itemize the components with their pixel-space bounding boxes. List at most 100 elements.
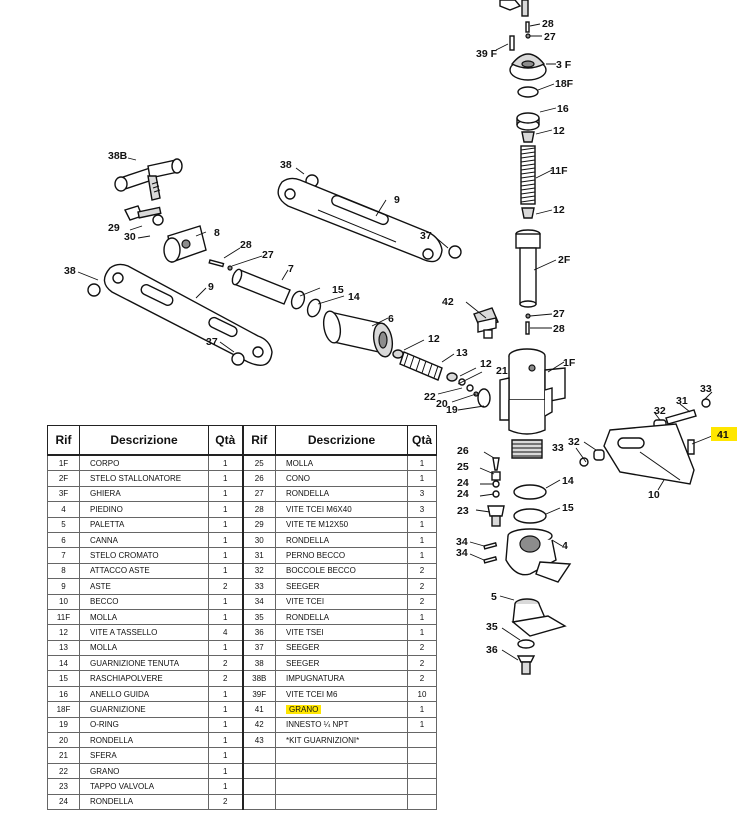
part-37-seeger-bottom — [231, 352, 245, 366]
table-header-row: Rif Descrizione Qtà Rif Descrizione Qtà — [47, 425, 437, 456]
table-cell-rif1: 1F — [47, 454, 80, 472]
callout-7: 7 — [288, 263, 294, 275]
table-cell-desc2: IMPUGNATURA — [275, 670, 408, 687]
table-cell-desc1: VITE A TASSELLO — [79, 624, 209, 641]
part-25-spring — [491, 471, 501, 481]
table-cell-desc1: CANNA — [79, 531, 209, 549]
table-cell-qta1: 1 — [208, 531, 243, 549]
table-cell-desc1: STELO STALLONATORE — [79, 470, 209, 487]
callout-35: 35 — [486, 621, 498, 633]
callout-13: 13 — [456, 347, 468, 359]
table-cell-desc2: *KIT GUARNIZIONI* — [275, 732, 408, 749]
callout-38-bottom: 38 — [64, 265, 76, 277]
callout-9-top: 9 — [394, 194, 400, 206]
table-cell-desc2: VITE TCEI — [275, 593, 408, 610]
callout-12-d: 12 — [480, 358, 492, 370]
table-cell-qta1: 1 — [208, 470, 243, 487]
header-qta-2: Qtà — [407, 425, 437, 456]
part-16-guide-ring — [516, 112, 540, 131]
callout-41-highlight — [711, 427, 737, 441]
table-cell-rif1: 9 — [47, 578, 80, 595]
callout-8: 8 — [214, 227, 220, 239]
part-34-screw-b — [483, 556, 498, 564]
table-cell-desc2: RONDELLA — [275, 608, 408, 626]
part-37-seeger-top — [448, 245, 462, 259]
part-27-washer-top — [525, 33, 531, 39]
header-descrizione-1: Descrizione — [79, 425, 209, 456]
part-28-screw-mid — [525, 321, 530, 335]
callout-32-bottom: 32 — [568, 436, 580, 448]
table-cell-qta1: 4 — [208, 624, 243, 641]
table-cell-rif1: 16 — [47, 685, 80, 703]
part-30-washer — [152, 214, 164, 226]
part-8-rod-attachment — [163, 225, 207, 263]
table-cell-desc1: MOLLA — [79, 608, 209, 626]
table-cell-qta2: 2 — [407, 639, 437, 657]
table-cell-rif1: 15 — [47, 670, 80, 687]
part-28-screw-top — [525, 21, 530, 33]
table-cell-qta2: 2 — [407, 593, 437, 610]
table-cell-rif2: 39F — [241, 685, 276, 703]
part-27-washer-left — [227, 265, 233, 271]
callout-20: 20 — [436, 398, 448, 410]
table-cell-desc1: SFERA — [79, 747, 209, 764]
table-cell-rif1: 11F — [47, 608, 80, 626]
callout-27-top: 27 — [544, 31, 556, 43]
table-cell-desc1: STELO CROMATO — [79, 547, 209, 564]
table-cell-desc1: BECCO — [79, 593, 209, 610]
part-39f-screw — [509, 35, 515, 51]
table-cell-qta2 — [407, 747, 437, 764]
table-cell-qta1: 1 — [208, 516, 243, 533]
part-12-cap-c — [392, 349, 404, 359]
part-19-oring — [477, 388, 491, 408]
table-cell-qta2: 3 — [407, 485, 437, 503]
part-15-wiper — [290, 290, 306, 310]
table-cell-qta1: 1 — [208, 501, 243, 518]
table-cell-desc1: RONDELLA — [79, 793, 209, 811]
part-36-screw — [516, 655, 536, 675]
table-cell-desc2: VITE TSEI — [275, 624, 408, 641]
part-14-seal-lower — [513, 484, 547, 500]
table-cell-rif1: 12 — [47, 624, 80, 641]
callout-38b: 38B — [108, 150, 128, 162]
table-cell-desc2 — [275, 778, 408, 795]
header-rif-2: Rif — [241, 425, 276, 456]
callout-33-top: 33 — [700, 383, 712, 395]
part-41-grub-screw — [687, 439, 695, 455]
table-cell-rif1: 24 — [47, 793, 80, 811]
callout-18f: 18F — [555, 78, 574, 90]
callout-12-c: 12 — [428, 333, 440, 345]
part-6-barrel — [322, 310, 394, 358]
callout-34-b: 34 — [456, 547, 468, 559]
table-cell-desc1: MOLLA — [79, 639, 209, 657]
table-cell-rif1: 22 — [47, 762, 80, 780]
header-rif-1: Rif — [47, 425, 80, 456]
part-15-wiper-lower — [513, 508, 547, 524]
callout-25: 25 — [457, 461, 469, 473]
table-cell-desc2: SEEGER — [275, 655, 408, 672]
table-cell-qta1: 1 — [208, 762, 243, 780]
table-cell-qta1: 2 — [208, 793, 243, 811]
callout-39f: 39 F — [476, 48, 498, 60]
table-cell-rif1: 23 — [47, 778, 80, 795]
callout-37-bottom: 37 — [206, 336, 218, 348]
table-cell-qta2 — [407, 778, 437, 795]
callout-14-lower: 14 — [562, 475, 574, 487]
callout-12-a: 12 — [553, 125, 565, 137]
table-cell-rif1: 8 — [47, 562, 80, 580]
part-38-seeger-bottom — [87, 283, 101, 297]
part-3f-ring-nut — [509, 53, 547, 81]
table-cell-rif2: 25 — [241, 454, 276, 472]
callout-2f: 2F — [558, 254, 571, 266]
part-34-screw-a — [483, 542, 498, 550]
part-5-blade — [511, 598, 567, 637]
callout-4: 4 — [562, 540, 568, 552]
